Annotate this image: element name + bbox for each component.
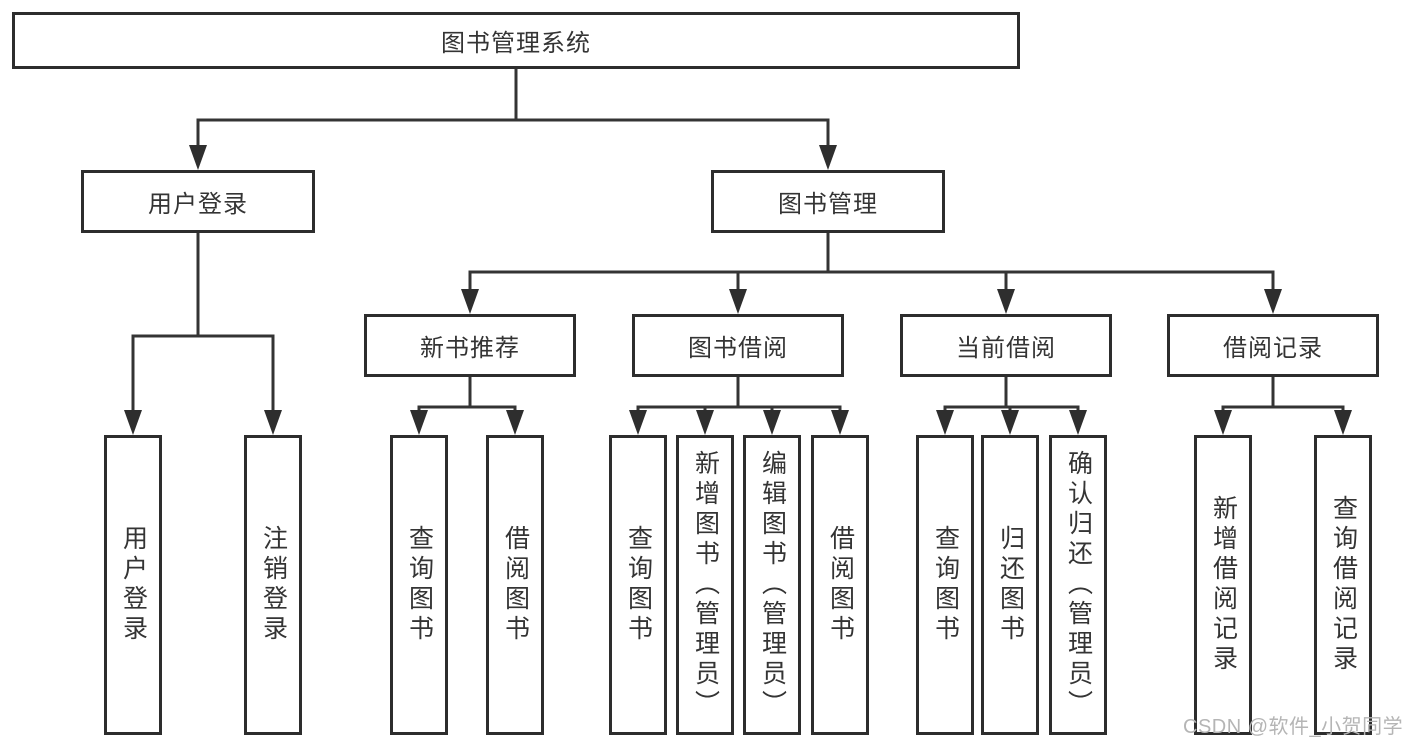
leaf-borrow-books: 借阅图书 xyxy=(811,435,869,735)
leaf-logout: 注销登录 xyxy=(244,435,302,735)
leaf-edit-books-admin: 编辑图书（管理员） xyxy=(743,435,801,735)
leaf-user-login-label: 用户登录 xyxy=(119,525,148,645)
leaf-query-books-recommend: 查询图书 xyxy=(390,435,448,735)
watermark-text: CSDN @软件_小贺同学 xyxy=(1183,716,1404,738)
leaf-add-books-admin-label: 新增图书（管理员） xyxy=(691,450,720,720)
leaf-borrow-books-label: 借阅图书 xyxy=(826,525,855,645)
leaf-borrow-books-recommend: 借阅图书 xyxy=(486,435,544,735)
node-root-label: 图书管理系统 xyxy=(441,30,591,57)
node-new-book-recommend: 新书推荐 xyxy=(364,314,576,377)
leaf-query-books-recommend-label: 查询图书 xyxy=(405,525,434,645)
leaf-query-books-borrow-label: 查询图书 xyxy=(624,525,653,645)
node-book-borrow: 图书借阅 xyxy=(632,314,844,377)
leaf-add-borrow-record: 新增借阅记录 xyxy=(1194,435,1252,735)
leaf-query-books-current: 查询图书 xyxy=(916,435,974,735)
leaf-user-login: 用户登录 xyxy=(104,435,162,735)
leaf-add-borrow-record-label: 新增借阅记录 xyxy=(1209,495,1238,675)
node-current-borrow: 当前借阅 xyxy=(900,314,1112,377)
node-current-borrow-label: 当前借阅 xyxy=(956,335,1056,362)
leaf-query-books-current-label: 查询图书 xyxy=(931,525,960,645)
node-borrow-records-label: 借阅记录 xyxy=(1223,335,1323,362)
node-new-book-recommend-label: 新书推荐 xyxy=(420,335,520,362)
leaf-confirm-return-admin-label: 确认归还（管理员） xyxy=(1064,450,1093,720)
node-root-system: 图书管理系统 xyxy=(12,12,1020,69)
node-user-login: 用户登录 xyxy=(81,170,315,233)
leaf-query-borrow-record-label: 查询借阅记录 xyxy=(1329,495,1358,675)
leaf-confirm-return-admin: 确认归还（管理员） xyxy=(1049,435,1107,735)
leaf-borrow-books-recommend-label: 借阅图书 xyxy=(501,525,530,645)
leaf-return-books: 归还图书 xyxy=(981,435,1039,735)
node-book-borrow-label: 图书借阅 xyxy=(688,335,788,362)
node-borrow-records: 借阅记录 xyxy=(1167,314,1379,377)
node-book-management-label: 图书管理 xyxy=(778,191,878,218)
node-user-login-label: 用户登录 xyxy=(148,191,248,218)
leaf-query-books-borrow: 查询图书 xyxy=(609,435,667,735)
leaf-return-books-label: 归还图书 xyxy=(996,525,1025,645)
leaf-edit-books-admin-label: 编辑图书（管理员） xyxy=(758,450,787,720)
node-book-management: 图书管理 xyxy=(711,170,945,233)
leaf-logout-label: 注销登录 xyxy=(259,525,288,645)
leaf-query-borrow-record: 查询借阅记录 xyxy=(1314,435,1372,735)
leaf-add-books-admin: 新增图书（管理员） xyxy=(676,435,734,735)
